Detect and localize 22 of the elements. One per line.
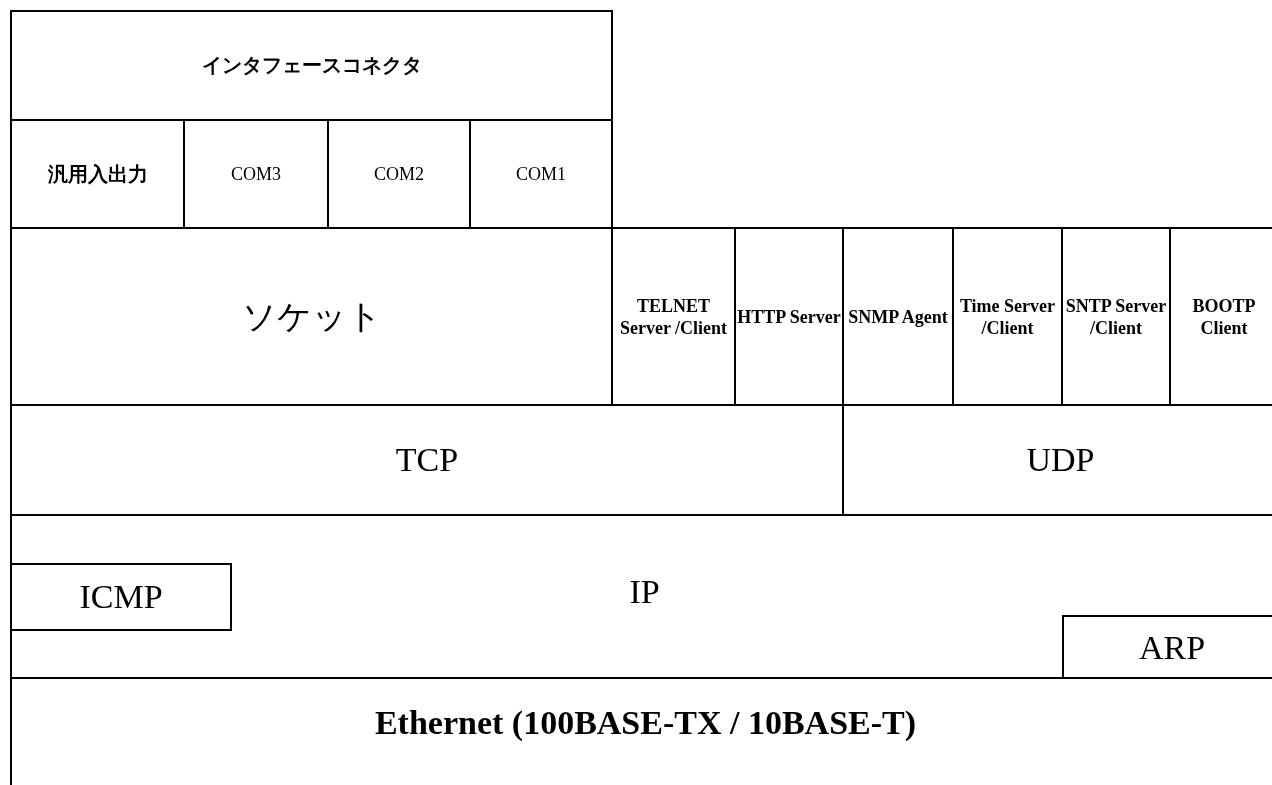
layer-label: IP bbox=[629, 572, 660, 611]
layer-label: インタフェースコネクタ bbox=[201, 52, 422, 79]
layer-label: Time Server /Client bbox=[958, 294, 1057, 339]
layer-label: Ethernet (100BASE-TX / 10BASE-T) bbox=[374, 704, 917, 742]
layer-label: COM3 bbox=[231, 163, 281, 185]
protocol-layer-box bbox=[10, 563, 232, 631]
protocol-layer-box bbox=[10, 677, 1272, 785]
protocol-layer-box bbox=[10, 10, 613, 121]
layer-label: COM2 bbox=[374, 163, 424, 185]
protocol-layer-box bbox=[10, 514, 1272, 679]
layer-label: ソケット bbox=[241, 294, 382, 338]
layer-label: TELNET Server /Client bbox=[618, 294, 729, 339]
layer-label: BOOTP Client bbox=[1191, 294, 1257, 339]
layer-label: SNMP Agent bbox=[848, 305, 948, 328]
layer-label: ARP bbox=[1138, 629, 1206, 667]
layer-label: COM1 bbox=[516, 163, 566, 185]
layer-label: ICMP bbox=[79, 578, 163, 616]
layer-label: UDP bbox=[1026, 441, 1095, 479]
layer-label: TCP bbox=[395, 441, 459, 479]
layer-label: 汎用入出力 bbox=[47, 160, 148, 188]
layer-label: SNTP Server /Client bbox=[1064, 294, 1168, 339]
layer-label: HTTP Server bbox=[737, 305, 841, 328]
